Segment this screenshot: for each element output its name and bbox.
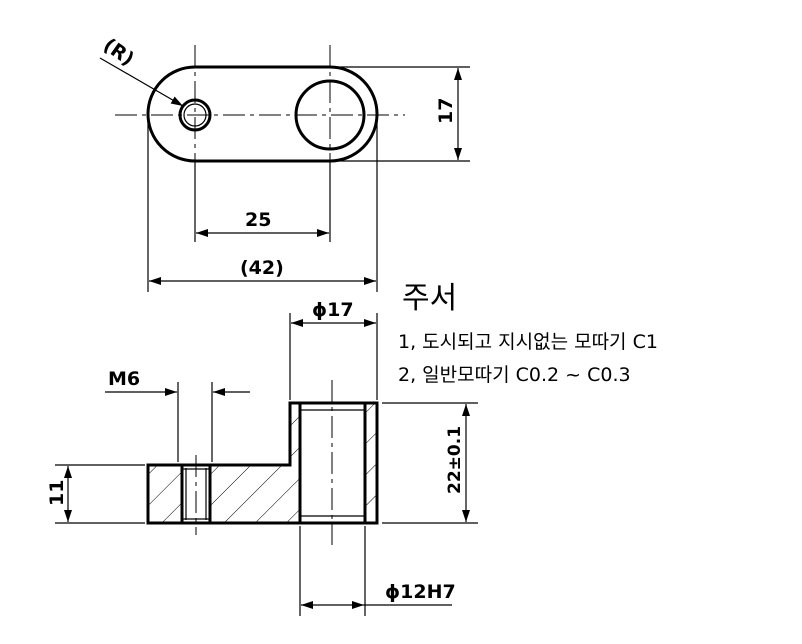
radius-label: (R) — [99, 34, 138, 70]
radius-leader — [99, 57, 184, 107]
hatch-web — [210, 403, 300, 523]
dim-11-label: 11 — [46, 480, 68, 506]
large-bore — [294, 79, 366, 151]
dim-phi12-label: ϕ12H7 — [385, 581, 456, 603]
notes-line-2: 2, 일반모따기 C0.2 ~ C0.3 — [398, 364, 631, 386]
small-hole-inner — [183, 103, 207, 127]
dim-25-label: 25 — [245, 209, 271, 231]
section-view: ϕ17 M6 11 22±0.1 ϕ12H7 — [46, 299, 478, 616]
dim-22-label: 22±0.1 — [445, 426, 465, 494]
notes-line-1: 1, 도시되고 지시없는 모따기 C1 — [398, 331, 658, 353]
dim-42-label: (42) — [240, 257, 284, 279]
notes-title: 주서 — [402, 281, 457, 316]
top-view: (R) 17 25 (42) — [99, 34, 470, 292]
section-outline — [146, 401, 379, 525]
dim-phi17-label: ϕ17 — [312, 299, 354, 321]
hatch-boss-right — [365, 403, 377, 523]
hatch-left-of-thread — [148, 465, 182, 523]
notes-block: 주서 1, 도시되고 지시없는 모따기 C1 2, 일반모따기 C0.2 ~ C… — [398, 281, 658, 386]
dim-m6-label: M6 — [108, 368, 140, 390]
dim-17-label: 17 — [435, 98, 457, 124]
small-hole-outer — [178, 98, 212, 132]
